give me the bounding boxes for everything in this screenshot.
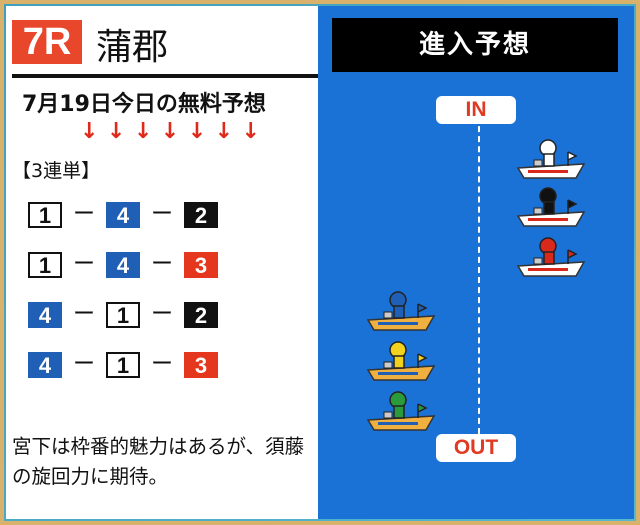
bet-type-label: 【3連単】 [12,160,101,182]
down-arrow-icon: ↓ [133,119,153,144]
separator: ー [150,302,173,327]
boat-icon [516,237,586,277]
third-place-number: 3 [184,252,218,278]
down-arrows: ↓ ↓ ↓ ↓ ↓ ↓ ↓ [80,118,260,146]
down-arrow-icon: ↓ [106,119,126,144]
separator: ー [150,252,173,277]
combo-row: 1 ー 4 ー 2 [28,202,218,228]
separator: ー [150,202,173,227]
course-panel: 進入予想 IN OUT [318,6,634,519]
separator: ー [150,352,173,377]
out-label: OUT [436,434,516,462]
down-arrow-icon: ↓ [160,119,180,144]
boat-icon [366,391,436,431]
venue-name: 蒲郡 [96,27,169,68]
first-place-number: 4 [28,302,62,328]
second-place-number: 1 [106,352,140,378]
title-rule [12,74,318,78]
down-arrow-icon: ↓ [80,119,99,144]
combo-row: 4 ー 1 ー 2 [28,302,218,328]
down-arrow-icon: ↓ [187,119,207,144]
boat-icon [516,187,586,227]
separator: ー [72,352,95,377]
boat-icon [366,341,436,381]
separator: ー [72,252,95,277]
third-place-number: 2 [184,302,218,328]
separator: ー [72,202,95,227]
first-place-number: 4 [28,352,62,378]
boat-icon [366,291,436,331]
second-place-number: 1 [106,302,140,328]
lane-divider [478,116,480,434]
course-header: 進入予想 [332,18,618,72]
in-label: IN [436,96,516,124]
third-place-number: 2 [184,202,218,228]
down-arrow-icon: ↓ [241,119,260,144]
race-number-badge: 7R [12,20,82,64]
first-place-number: 1 [28,202,62,228]
third-place-number: 3 [184,352,218,378]
prediction-card: 7R 蒲郡 7月19日今日の無料予想 ↓ ↓ ↓ ↓ ↓ ↓ ↓ 【3連単】 1… [6,6,634,519]
second-place-number: 4 [106,252,140,278]
boat-icon [516,139,586,179]
combo-row: 4 ー 1 ー 3 [28,352,218,378]
combo-row: 1 ー 4 ー 3 [28,252,218,278]
prediction-subtitle: 7月19日今日の無料予想 [22,92,266,117]
prediction-comment: 宮下は枠番的魅力はあるが、須藤の旋回力に期待。 [12,435,305,488]
down-arrow-icon: ↓ [214,119,234,144]
second-place-number: 4 [106,202,140,228]
separator: ー [72,302,95,327]
first-place-number: 1 [28,252,62,278]
